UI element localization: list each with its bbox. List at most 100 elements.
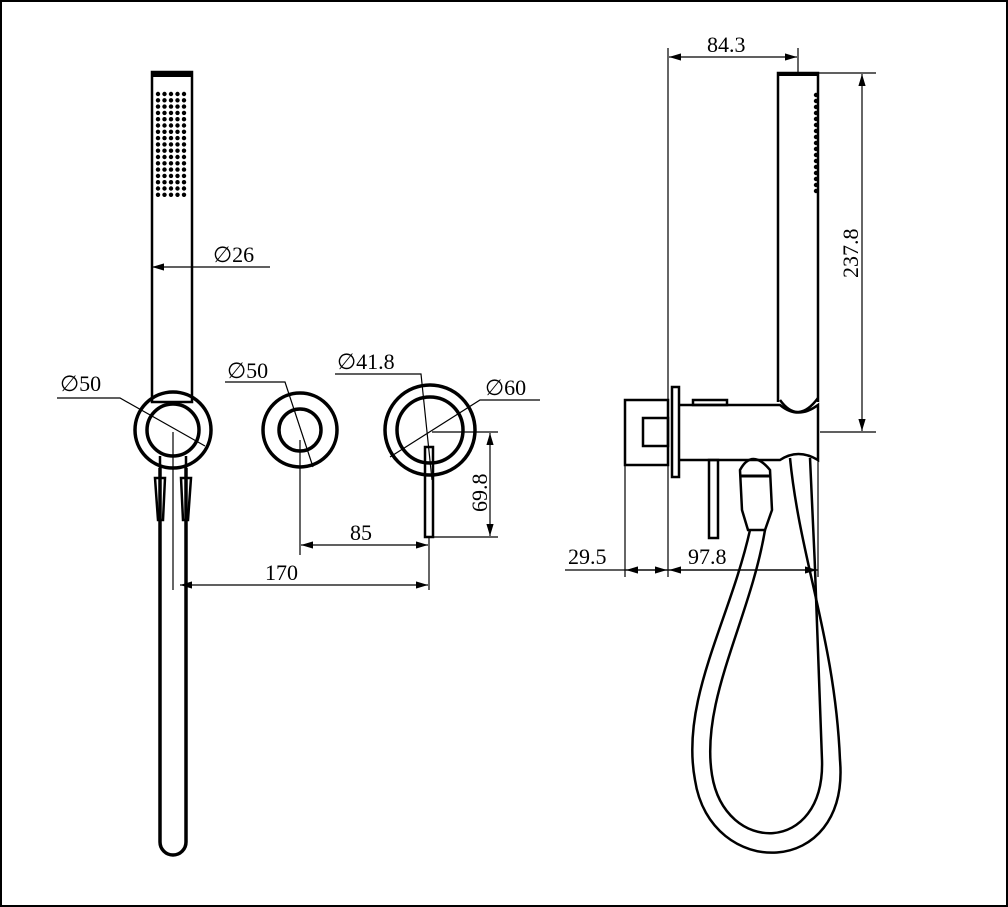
nozzle-dot — [813, 104, 819, 110]
nozzle-dot — [175, 135, 180, 141]
nozzle-dot — [168, 98, 174, 103]
dim-handshower-height: 237.8 — [838, 229, 863, 279]
nozzle-dot — [181, 142, 187, 147]
nozzle-dot — [175, 104, 180, 109]
hose-side — [691, 457, 842, 854]
dim-handshower-diameter: ∅26 — [213, 242, 254, 267]
handshower-front — [150, 70, 194, 404]
nozzle-dot — [155, 117, 161, 122]
nozzle-dot — [162, 123, 167, 128]
nozzle-dot — [155, 110, 161, 116]
nozzle-dot — [813, 152, 819, 158]
nozzle-dot — [175, 110, 180, 116]
nozzle-dot — [162, 186, 167, 191]
nozzle-dot — [155, 180, 161, 185]
nozzle-dot — [181, 123, 187, 128]
nozzle-dot — [181, 154, 187, 160]
nozzle-dot — [175, 123, 180, 128]
nozzle-dot — [181, 161, 187, 166]
nozzle-dot — [813, 176, 819, 182]
nozzle-dot — [813, 146, 819, 152]
nozzle-dot — [181, 135, 187, 141]
nozzle-dot — [168, 123, 174, 128]
nozzle-dot — [175, 161, 180, 166]
nozzle-dot — [162, 104, 167, 109]
dim-spacing-170: 170 — [265, 560, 298, 585]
nozzle-dot — [168, 192, 174, 197]
dim-mixer-outer-diameter: ∅60 — [485, 375, 526, 400]
nozzle-dot — [155, 192, 161, 197]
nozzle-dot — [813, 116, 819, 122]
nozzle-dot — [813, 164, 819, 170]
nozzle-dot — [155, 173, 161, 179]
nozzle-dot — [168, 104, 174, 109]
nozzle-dot — [162, 98, 167, 103]
nozzle-dot — [181, 167, 187, 172]
nozzle-dot — [181, 129, 187, 134]
nozzle-dot — [168, 161, 174, 166]
nozzle-dot — [175, 129, 180, 134]
nozzle-dot — [813, 110, 819, 116]
nozzle-dot — [162, 148, 167, 153]
nozzle-dot — [181, 110, 187, 116]
nozzle-dot — [813, 128, 819, 134]
nozzle-dot — [162, 135, 167, 141]
dim-mixer-inner-diameter: ∅41.8 — [337, 349, 395, 374]
nozzle-dot — [181, 148, 187, 153]
nozzle-dot — [155, 142, 161, 147]
nozzle-dot — [168, 117, 174, 122]
dim-spacing-85: 85 — [350, 520, 372, 545]
nozzle-dot — [181, 192, 187, 197]
nozzle-dot — [162, 154, 167, 160]
nozzle-dot — [168, 135, 174, 141]
nozzle-dot — [813, 122, 819, 128]
nozzle-dot — [155, 104, 161, 109]
nozzle-dot — [181, 91, 187, 97]
nozzle-dot — [162, 129, 167, 134]
nozzle-dot — [155, 135, 161, 141]
nozzle-dot — [175, 186, 180, 191]
dim-flange-diameter: ∅50 — [227, 358, 268, 383]
nozzle-dot — [155, 98, 161, 103]
nozzle-dot — [181, 173, 187, 179]
nozzle-dot — [162, 161, 167, 166]
nozzle-dot — [813, 140, 819, 146]
nozzle-dot — [155, 167, 161, 172]
nozzle-dot — [181, 186, 187, 191]
nozzle-dot — [162, 117, 167, 122]
nozzle-dot — [181, 104, 187, 109]
nozzle-dot — [162, 110, 167, 116]
dim-wall-plate-depth: 29.5 — [568, 544, 607, 569]
side-view: 84.3 237.8 29.5 97.8 — [565, 32, 876, 854]
nozzle-dot — [168, 186, 174, 191]
nozzle-dot — [155, 91, 161, 97]
nozzle-dot — [155, 129, 161, 134]
nozzle-dot — [175, 154, 180, 160]
nozzle-dot — [162, 192, 167, 197]
spray-nozzles-side — [813, 92, 819, 194]
dim-projection: 84.3 — [707, 32, 746, 57]
nozzle-dot — [155, 161, 161, 166]
nozzle-dot — [168, 173, 174, 179]
nozzle-dot — [155, 154, 161, 160]
nozzle-dot — [813, 170, 819, 176]
holder-front — [133, 390, 213, 857]
nozzle-dot — [181, 180, 187, 185]
nozzle-dot — [813, 98, 819, 104]
nozzle-dot — [181, 98, 187, 103]
mixer-body-side — [623, 385, 820, 540]
dim-lever-drop: 69.8 — [467, 474, 492, 513]
nozzle-dot — [168, 167, 174, 172]
nozzle-dot — [162, 180, 167, 185]
nozzle-dot — [813, 134, 819, 140]
nozzle-dot — [175, 98, 180, 103]
dim-holder-diameter: ∅50 — [60, 371, 101, 396]
front-view: ∅26 ∅50 ∅50 ∅41.8 ∅60 69.8 85 170 — [57, 70, 540, 857]
nozzle-dot — [168, 154, 174, 160]
nozzle-dot — [175, 180, 180, 185]
nozzle-dot — [175, 117, 180, 122]
nozzle-dot — [162, 167, 167, 172]
handshower-side — [776, 71, 820, 414]
nozzle-dot — [175, 192, 180, 197]
